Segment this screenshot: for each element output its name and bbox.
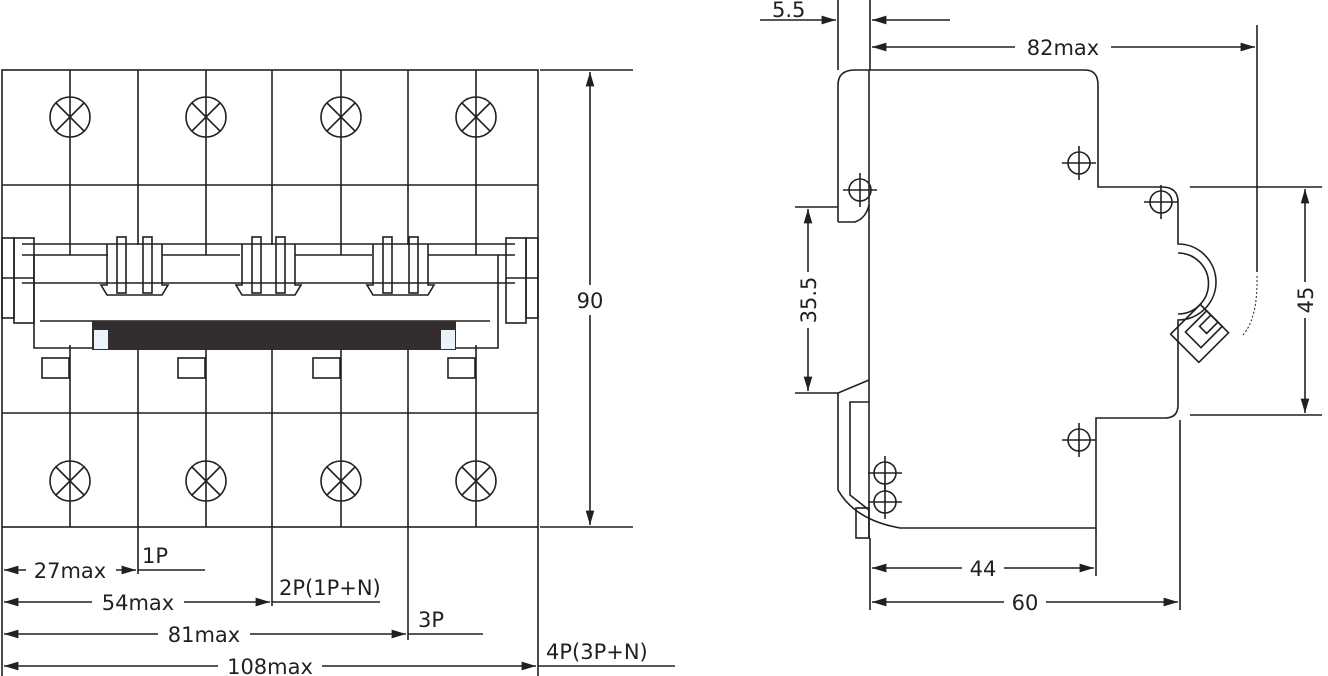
width-dim-3p: 81max bbox=[168, 623, 240, 647]
indicator-window bbox=[94, 330, 108, 349]
mounting-hole-icon bbox=[1062, 146, 1096, 180]
front-depth-dimension: 44 bbox=[970, 557, 997, 581]
terminal-screw-icon bbox=[455, 460, 497, 502]
handle bbox=[99, 236, 170, 296]
toggle-lever bbox=[1169, 303, 1230, 364]
pole-label-3p: 3P bbox=[418, 608, 444, 632]
pole-label-4p: 4P(3P+N) bbox=[546, 640, 648, 664]
width-dim-1p: 27max bbox=[34, 559, 106, 583]
depth-max-dimension: 82max bbox=[1027, 36, 1099, 60]
label-slot bbox=[41, 357, 70, 379]
label-slot bbox=[177, 357, 206, 379]
mounting-hole-icon bbox=[1144, 185, 1178, 219]
terminal-screw-icon bbox=[455, 96, 497, 138]
mounting-hole-icon bbox=[843, 173, 877, 207]
side-body-outline bbox=[837, 69, 1217, 529]
label-slot bbox=[312, 357, 341, 379]
terminal-screw-icon bbox=[185, 96, 227, 138]
handle bbox=[234, 236, 303, 296]
mounting-hole-icon bbox=[868, 456, 902, 490]
mounting-hole-icon bbox=[868, 485, 902, 519]
total-depth-dimension: 60 bbox=[1012, 591, 1039, 615]
handle-mechanism bbox=[1, 237, 539, 350]
front-view: 90 27max 1P 54max 2P(1P+N) 81max 3P 108m… bbox=[1, 69, 675, 676]
front-height-dimension: 45 bbox=[1294, 287, 1318, 314]
rail-offset-dimension: 5.5 bbox=[772, 0, 805, 22]
indicator-window bbox=[441, 330, 455, 349]
side-view: 5.5 82max 45 35.5 44 60 bbox=[760, 0, 1322, 616]
handle bbox=[365, 236, 436, 296]
width-dim-4p: 108max bbox=[227, 655, 313, 676]
terminal-screw-icon bbox=[49, 96, 91, 138]
terminal-screw-icon bbox=[320, 460, 362, 502]
height-dimension: 90 bbox=[577, 289, 604, 313]
trip-bar bbox=[92, 321, 456, 350]
pole-label-2p: 2P(1P+N) bbox=[279, 576, 381, 600]
pole-centerlines bbox=[69, 70, 477, 527]
rail-height-dimension: 35.5 bbox=[797, 277, 821, 324]
mounting-hole-icon bbox=[1062, 423, 1096, 457]
terminal-screw-icon bbox=[49, 460, 91, 502]
width-dim-2p: 54max bbox=[102, 591, 174, 615]
breaker-outline bbox=[1, 69, 539, 528]
pole-label-1p: 1P bbox=[142, 544, 168, 568]
handles bbox=[99, 236, 436, 296]
label-slot bbox=[447, 357, 476, 379]
pole-dividers bbox=[137, 70, 409, 527]
terminal-screw-icon bbox=[320, 96, 362, 138]
terminal-screw-icon bbox=[185, 460, 227, 502]
